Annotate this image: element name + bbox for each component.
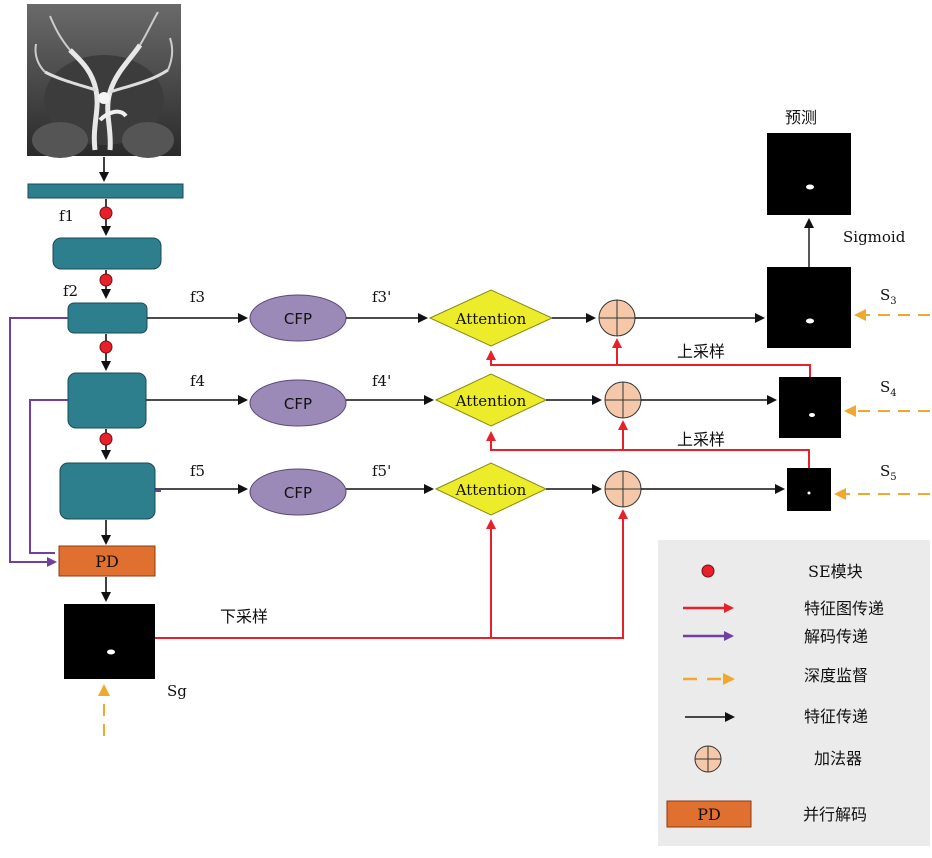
- legend-decode-pass: 解码传递: [804, 627, 868, 646]
- encoder-block-3: [68, 373, 146, 428]
- label-f4: f4: [190, 372, 205, 390]
- legend-feature-pass: 特征传递: [804, 707, 868, 726]
- label-f5-prime: f5': [372, 462, 391, 480]
- prediction-map: [767, 133, 851, 215]
- legend-feature-map-pass: 特征图传递: [804, 599, 884, 618]
- encoder-block-2: [68, 303, 147, 333]
- label-s4: S4: [880, 378, 897, 399]
- cfp-label-4: CFP: [284, 395, 312, 413]
- label-f3-prime: f3': [372, 288, 391, 306]
- se-dot-4: [100, 433, 112, 445]
- s3-map-blob: [806, 319, 814, 324]
- pd-label: PD: [95, 552, 119, 571]
- s5-map-blob: [808, 492, 811, 495]
- attention-label-4: Attention: [455, 392, 527, 410]
- legend-panel: [658, 540, 930, 846]
- legend-pd-label: PD: [697, 805, 721, 824]
- s4-map: [779, 377, 841, 438]
- encoder-block-1: [53, 238, 161, 269]
- label-s5: S5: [880, 462, 897, 483]
- input-conv-block: [28, 184, 183, 198]
- label-f4-prime: f4': [372, 372, 391, 390]
- s3-map: [767, 267, 851, 348]
- s4-map-blob: [809, 413, 815, 417]
- se-dot-2: [100, 274, 112, 286]
- legend-deep-supervision: 深度监督: [804, 666, 868, 685]
- legend-adder-icon: [695, 746, 721, 772]
- adder-4: [605, 382, 641, 418]
- s5-map: [787, 468, 831, 511]
- label-f2: f2: [63, 282, 78, 300]
- label-upsample-2: 上采样: [677, 430, 725, 449]
- label-f5: f5: [190, 462, 205, 480]
- legend-parallel-decode: 并行解码: [803, 805, 867, 824]
- attention-label-3: Attention: [455, 310, 527, 328]
- legend: SE模块 特征图传递 解码传递 深度监督 特征传递 加法器 PD 并行解码: [658, 540, 930, 846]
- label-downsample: 下采样: [220, 607, 268, 626]
- legend-adder: 加法器: [814, 749, 862, 768]
- sg-map-blob: [107, 650, 115, 655]
- se-dot-1: [100, 207, 112, 219]
- adder-5: [605, 471, 641, 507]
- input-angiography-image: [27, 4, 181, 158]
- label-upsample-1: 上采样: [677, 342, 725, 361]
- upsample-s5-to-attention4: [491, 433, 809, 468]
- label-f3: f3: [190, 288, 205, 306]
- cfp-label-3: CFP: [284, 310, 312, 328]
- label-f1: f1: [59, 207, 74, 225]
- label-s3: S3: [880, 286, 897, 307]
- sg-map: [64, 604, 155, 679]
- attention-label-5: Attention: [455, 481, 527, 499]
- cfp-label-5: CFP: [284, 484, 312, 502]
- decode-pass-f2: [10, 318, 68, 562]
- prediction-map-blob: [806, 185, 814, 190]
- legend-se-dot: [702, 565, 714, 577]
- se-dot-3: [100, 341, 112, 353]
- label-sigmoid: Sigmoid: [843, 228, 906, 246]
- encoder-block-4: [60, 463, 155, 519]
- upsample-s4-to-attention3: [491, 352, 810, 377]
- label-prediction: 预测: [785, 108, 817, 127]
- legend-se-module: SE模块: [808, 562, 863, 581]
- label-sg: Sg: [167, 682, 187, 700]
- adder-3: [599, 300, 635, 336]
